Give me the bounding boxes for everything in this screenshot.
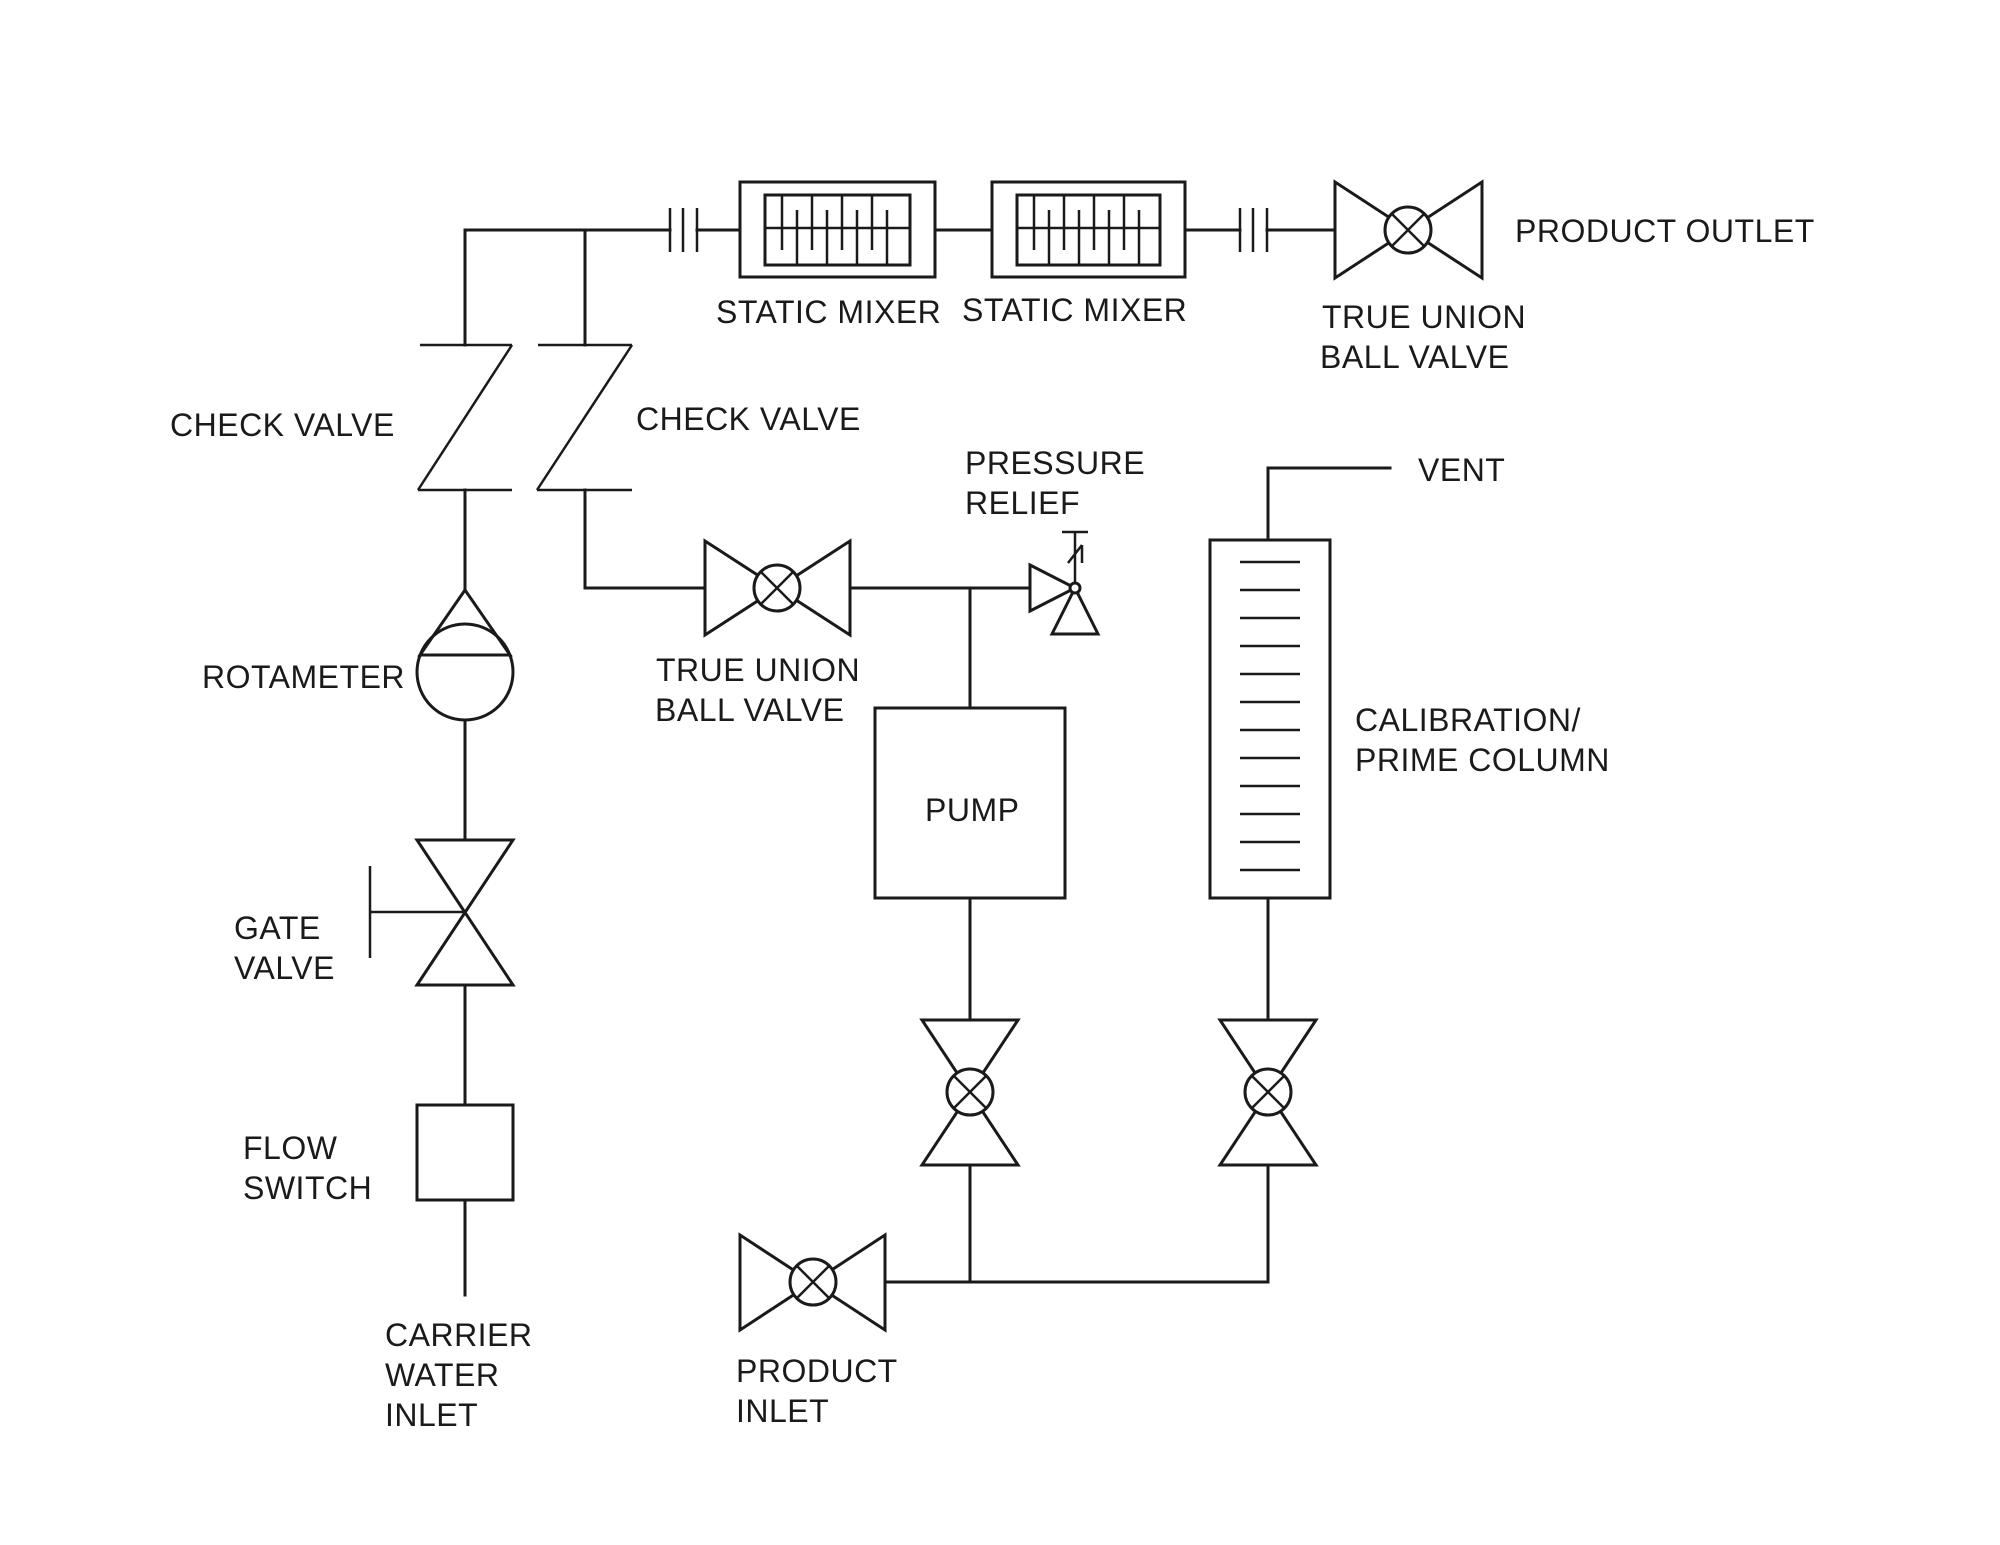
outlet-ball-valve-icon: [1333, 179, 1484, 281]
carrier-water-inlet-label-line-1: CARRIER: [385, 1317, 533, 1353]
piping: [463, 228, 1392, 1297]
calibration-column-icon: [1208, 538, 1332, 900]
product-outlet-label: PRODUCT OUTLET: [1515, 213, 1815, 249]
gate-valve-icon: [368, 838, 516, 987]
pump-inlet-ball-valve-icon: [919, 1018, 1021, 1167]
pressure-relief-valve-icon: [1028, 530, 1101, 636]
rotameter-label: ROTAMETER: [202, 659, 405, 695]
product-inlet-label-line-2: INLET: [736, 1393, 829, 1429]
carrier-water-inlet-label-line-2: WATER: [385, 1357, 499, 1393]
rotameter-icon: [415, 587, 515, 722]
flange-connection-1: [668, 208, 699, 252]
flow-switch-label-line-2: SWITCH: [243, 1170, 372, 1206]
product-inlet-ball-valve-icon: [738, 1232, 887, 1333]
flange-connection-2: [1238, 208, 1269, 252]
flow-switch-icon: [415, 1103, 515, 1202]
calibration-column-label-line-1: CALIBRATION/: [1355, 702, 1581, 738]
outlet-valve-label-line-1: TRUE UNION: [1322, 299, 1526, 335]
check-valve-left-label: CHECK VALVE: [170, 407, 395, 443]
pump-label: PUMP: [925, 792, 1019, 828]
static-mixer-1: [738, 180, 937, 279]
pump-valve-label-line-1: TRUE UNION: [656, 652, 860, 688]
pump-ball-valve-icon: [703, 538, 852, 638]
static-mixer-2: [990, 180, 1187, 279]
carrier-water-inlet-label-line-3: INLET: [385, 1397, 478, 1433]
product-inlet-label-line-1: PRODUCT: [736, 1353, 898, 1389]
calibration-column-label-line-2: PRIME COLUMN: [1355, 742, 1610, 778]
static-mixer-1-label: STATIC MIXER: [716, 294, 941, 330]
gate-valve-label-line-1: GATE: [234, 910, 321, 946]
pressure-relief-label-line-2: RELIEF: [965, 485, 1080, 521]
pump-box: [873, 706, 1067, 900]
column-ball-valve-icon: [1217, 1018, 1319, 1167]
check-valve-left-icon: [416, 343, 514, 492]
check-valve-right-icon: [535, 343, 634, 492]
outlet-valve-label-line-2: BALL VALVE: [1320, 339, 1509, 375]
static-mixer-2-label: STATIC MIXER: [962, 292, 1187, 328]
flow-switch-label-line-1: FLOW: [243, 1130, 338, 1166]
pressure-relief-label-line-1: PRESSURE: [965, 445, 1145, 481]
gate-valve-label-line-2: VALVE: [234, 950, 335, 986]
check-valve-right-label: CHECK VALVE: [636, 401, 861, 437]
pump-valve-label-line-2: BALL VALVE: [655, 692, 844, 728]
vent-label: VENT: [1418, 452, 1505, 488]
